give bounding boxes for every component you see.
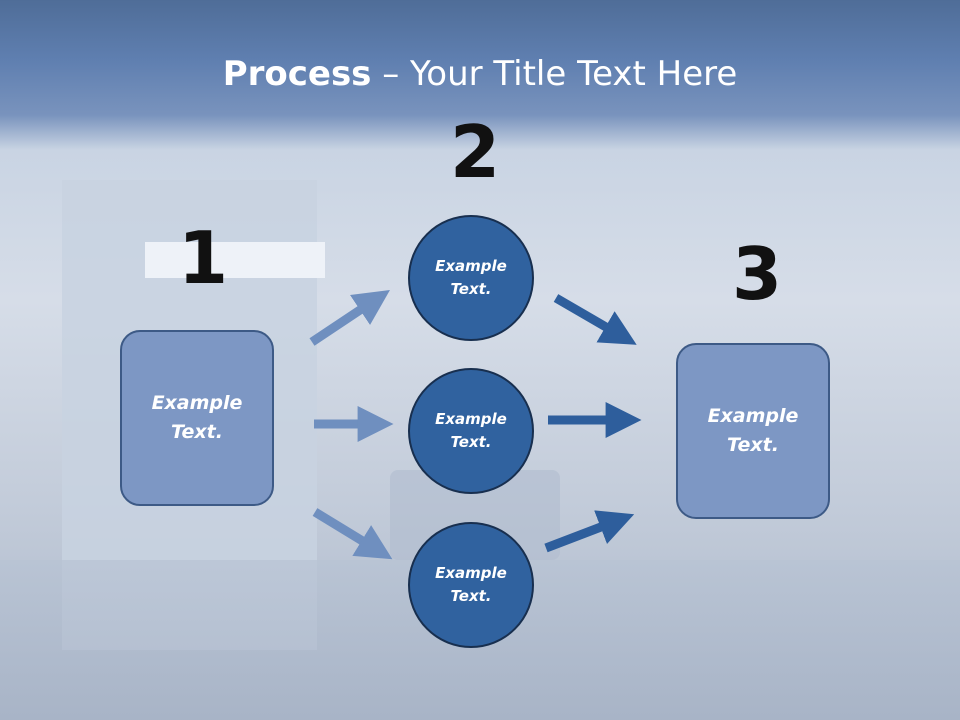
- background-light-strip: [145, 242, 325, 278]
- title-rest: – Your Title Text Here: [371, 54, 738, 94]
- step-3-box: Example Text.: [676, 343, 830, 519]
- arrow-box1-to-circle3: [312, 508, 393, 560]
- step-3-text-line1: Example: [707, 405, 799, 427]
- circle-1-line1: Example: [435, 257, 507, 275]
- step-2-circle-bottom: Example Text.: [408, 522, 534, 648]
- step-number-1: 1: [178, 216, 229, 300]
- step-1-box: Example Text.: [120, 330, 274, 506]
- circle-3-line2: Text.: [450, 587, 492, 605]
- step-3-text-line2: Text.: [727, 434, 779, 456]
- arrow-circle3-to-box3: [544, 510, 635, 553]
- step-1-text-line2: Text.: [171, 421, 223, 443]
- step-number-3: 3: [732, 232, 783, 316]
- step-number-2: 2: [450, 110, 501, 194]
- circle-2-line1: Example: [435, 410, 507, 428]
- circle-2-line2: Text.: [450, 433, 492, 451]
- slide-title: Process – Your Title Text Here: [0, 54, 960, 94]
- arrow-box1-to-circle1: [309, 290, 390, 346]
- circle-1-line2: Text.: [450, 280, 492, 298]
- title-bold: Process: [222, 54, 372, 94]
- step-2-circle-middle: Example Text.: [408, 368, 534, 494]
- arrow-circle1-to-box3: [553, 294, 637, 345]
- step-1-text-line1: Example: [151, 392, 243, 414]
- circle-3-line1: Example: [435, 564, 507, 582]
- step-2-circle-top: Example Text.: [408, 215, 534, 341]
